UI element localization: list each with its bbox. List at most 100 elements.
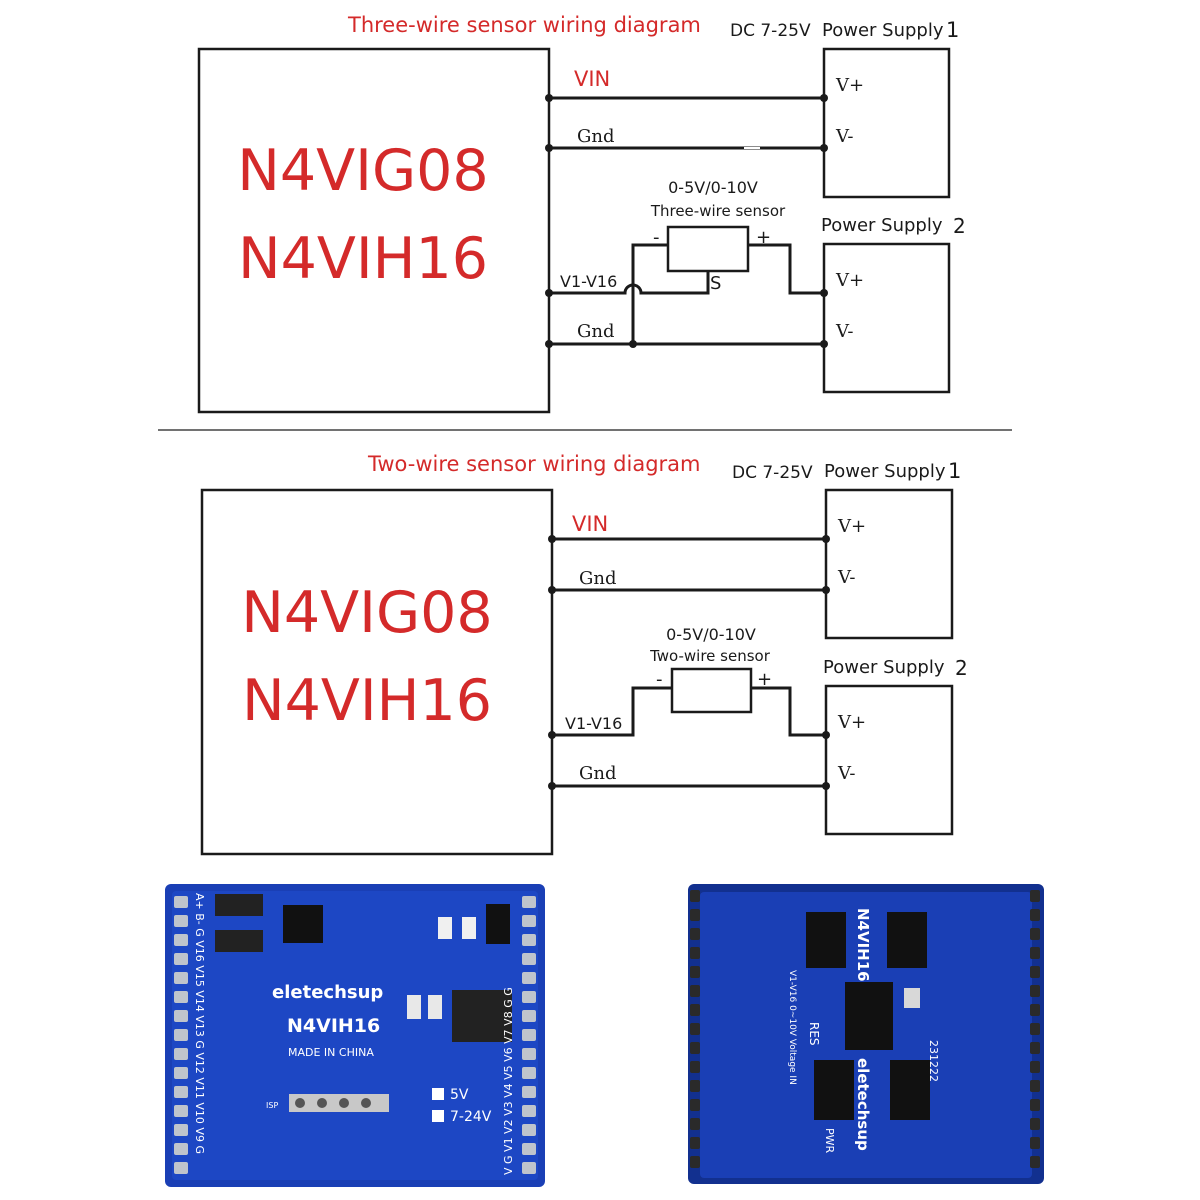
junction-dot [822,782,830,790]
header-pin [174,972,188,984]
header-pin [1030,1080,1040,1092]
chip-ic [283,905,323,943]
header-pin [522,1029,536,1041]
module-box [197,47,551,414]
header-pin [690,890,700,902]
supply2-number: 2 [955,656,968,680]
header-pin [174,896,188,908]
pcb-left-pin-labels: A+ B- G V16 V15 V14 V13 G V12 V11 V10 V9… [193,893,206,1154]
pcb-brand: eletechsup [272,982,383,1003]
header-pin [1030,985,1040,997]
header-pin [690,1137,700,1149]
header-pin [522,1162,536,1174]
header-pin [1030,1099,1040,1111]
jumper-pad [432,1110,444,1122]
chip-ic [890,1060,930,1120]
junction-dot [545,144,553,152]
supply1-number: 1 [946,18,959,42]
vplus: V+ [835,270,864,291]
header-pin [690,1023,700,1035]
header-pin [1030,1004,1040,1016]
header-pin [174,991,188,1003]
pcb-brand: eletechsup [854,1058,872,1151]
vplus: V+ [837,712,866,733]
header-pin [690,1156,700,1168]
header-pin [690,966,700,978]
header-pin [1030,928,1040,940]
pcb-isp: ISP [266,1101,278,1110]
junction-dot [820,289,828,297]
header-pin [690,928,700,940]
vminus: V- [835,126,853,147]
header-pin [690,909,700,921]
header-pin [690,1061,700,1073]
diode-d2 [215,894,263,916]
chip-ic [806,912,846,968]
jumper-pad [432,1088,444,1100]
header-pin [174,1086,188,1098]
junction-dot [545,340,553,348]
header-pin [522,1124,536,1136]
supply2-number: 2 [953,214,966,238]
diagram-three-wire: Three-wire sensor wiring diagram DC 7-25… [197,13,966,414]
header-pin [1030,966,1040,978]
label-signal: V1-V16 [565,714,622,733]
pcb-photo-right: N4VIH16 eletechsup V1-V16 0~10V Voltage … [688,884,1044,1184]
isp-pad [317,1098,327,1108]
right-header-pins [1030,890,1040,1168]
power-supply-1-box [822,47,951,199]
pcb-date: 231222 [927,1040,940,1082]
pcb-input-label: V1-V16 0~10V Voltage IN [787,970,797,1085]
header-pin [174,1029,188,1041]
module-box [200,488,554,856]
header-pin [1030,1118,1040,1130]
header-pin [1030,1156,1040,1168]
junction-dot [822,586,830,594]
signal-wire [552,686,672,737]
label-vin: VIN [572,512,608,536]
sensor-minus: - [653,227,660,248]
sensor-name: Three-wire sensor [650,202,786,220]
header-pin [1030,890,1040,902]
module-name-2: N4VIH16 [242,668,492,734]
vminus: V- [835,321,853,342]
sensor-plus-wire [751,686,826,737]
vminus: V- [837,567,855,588]
header-pin [174,1143,188,1155]
chip-ic [887,912,927,968]
pcb-photo-left: eletechsup N4VIH16 MADE IN CHINA 5V 7-24… [165,884,545,1187]
isp-pad [339,1098,349,1108]
header-pin [1030,1137,1040,1149]
header-pin [522,972,536,984]
label-gnd: Gnd [579,763,617,784]
header-pin [174,1124,188,1136]
header-pin [1030,909,1040,921]
label-vin: VIN [574,67,610,91]
power-supply-1-box [824,488,954,640]
junction-dot [545,94,553,102]
header-pin [690,1042,700,1054]
header-pin [522,896,536,908]
diagram-title: Two-wire sensor wiring diagram [367,452,701,476]
sensor-minus-wire [631,243,668,344]
chip-ic [845,982,893,1050]
inductor [486,904,510,944]
pcb-opt-724v: 7-24V [450,1109,492,1125]
pcb-made-in: MADE IN CHINA [288,1046,374,1059]
sensor-plus: + [756,227,771,248]
junction-dot [820,340,828,348]
capacitor [462,917,476,939]
pcb-model: N4VIH16 [854,908,872,982]
header-pin [522,915,536,927]
header-pin [174,934,188,946]
sensor-plus-wire [748,243,824,295]
chip-ic [814,1060,854,1120]
header-pin [522,1067,536,1079]
sensor-s: S [710,273,721,294]
header-pin [522,934,536,946]
junction-dot [548,782,556,790]
capacitor [428,995,442,1019]
header-pin [690,1004,700,1016]
vminus: V- [837,763,855,784]
